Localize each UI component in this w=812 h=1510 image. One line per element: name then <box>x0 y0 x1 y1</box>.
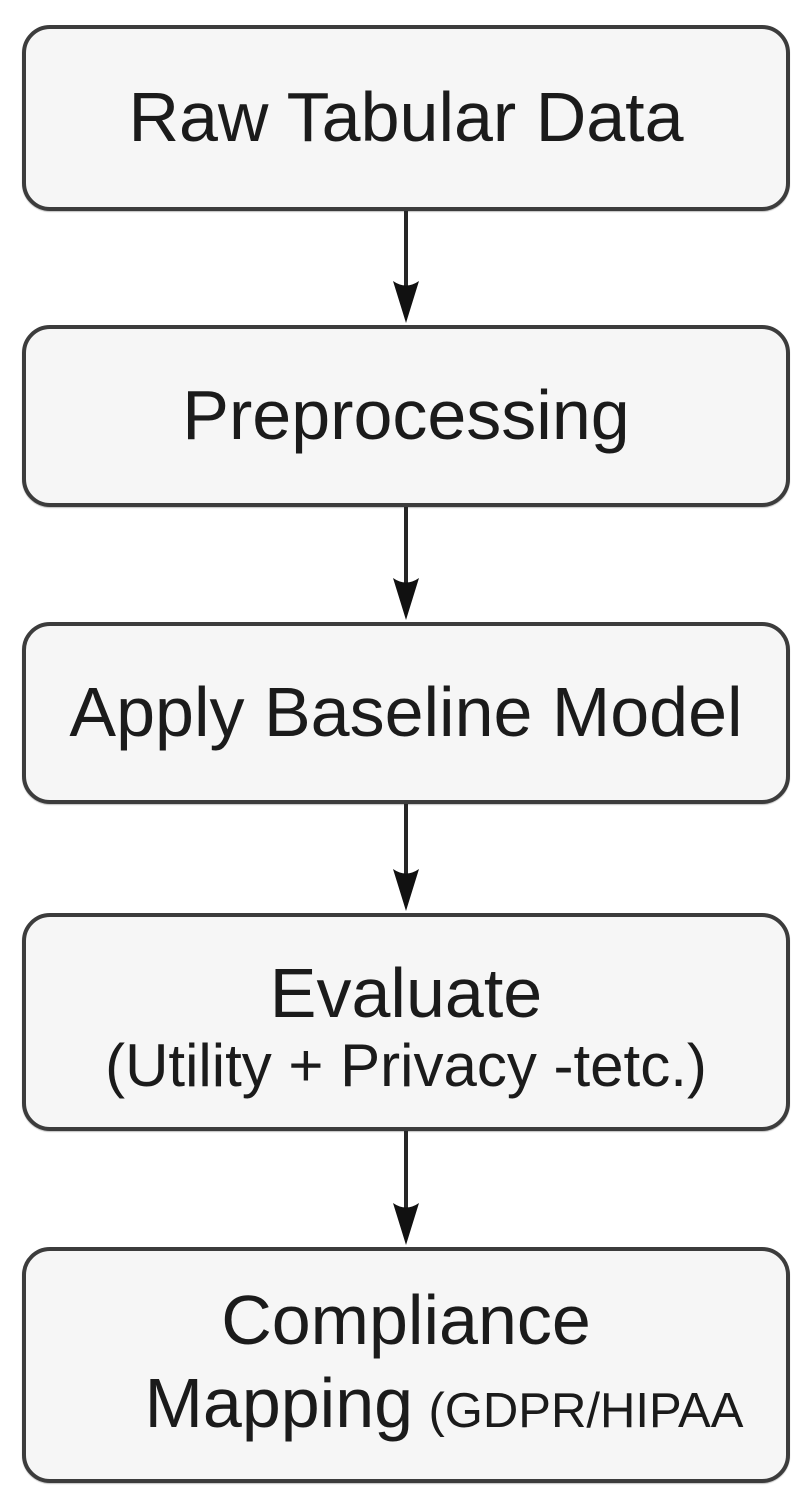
node-label: Raw Tabular Data <box>128 78 684 157</box>
node-label: Preprocessing <box>182 376 630 455</box>
arrowhead-down-icon <box>393 578 419 620</box>
arrowhead-down-icon <box>393 281 419 323</box>
arrow-baseline-to-evaluate <box>393 804 419 911</box>
node-label-line2: Mapping (GDPR/HIPAA <box>145 1359 744 1447</box>
arrowhead-down-icon <box>393 1203 419 1245</box>
arrow-evaluate-to-compliance <box>393 1131 419 1245</box>
node-compliance-mapping: Compliance Mapping (GDPR/HIPAA <box>22 1247 790 1483</box>
arrowhead-down-icon <box>393 869 419 911</box>
node-label-line2-main: Mapping <box>144 1363 414 1442</box>
arrow-raw-to-preprocessing <box>393 211 419 323</box>
node-preprocessing: Preprocessing <box>22 325 790 507</box>
arrow-preprocessing-to-baseline <box>393 507 419 620</box>
node-label: Evaluate <box>269 953 543 1032</box>
node-raw-tabular-data: Raw Tabular Data <box>22 25 790 211</box>
node-label: Compliance <box>221 1281 591 1360</box>
node-sublabel: (Utility + Privacy -tetc.) <box>105 1032 707 1100</box>
node-label: Apply Baseline Model <box>69 673 743 752</box>
node-label-line2-small: (GDPR/HIPAA <box>428 1383 744 1438</box>
node-apply-baseline-model: Apply Baseline Model <box>22 622 790 804</box>
node-evaluate: Evaluate (Utility + Privacy -tetc.) <box>22 913 790 1131</box>
